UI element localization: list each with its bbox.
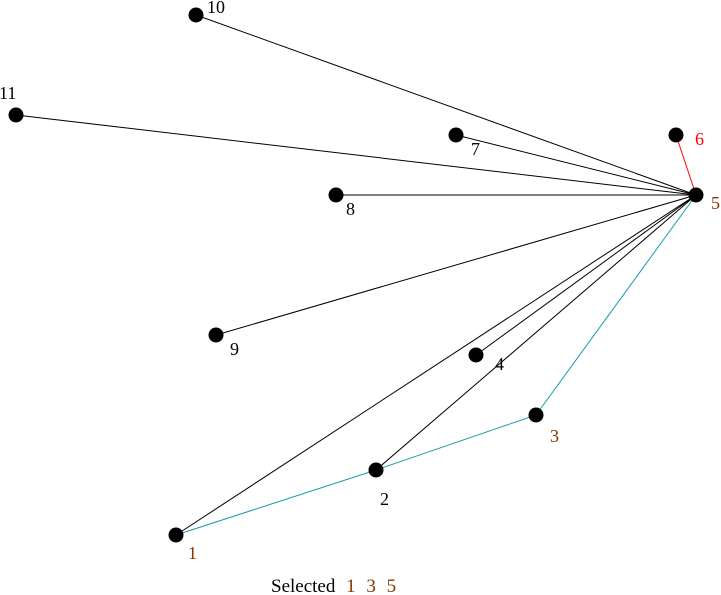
node-label-1: 1	[188, 543, 197, 563]
node-3[interactable]	[528, 407, 544, 423]
node-label-3: 3	[550, 426, 559, 446]
node-label-11: 11	[0, 83, 16, 103]
node-8[interactable]	[328, 187, 344, 203]
edge-5-2[interactable]	[375, 194, 697, 471]
node-9[interactable]	[208, 327, 224, 343]
node-5[interactable]	[688, 187, 704, 203]
node-1[interactable]	[168, 527, 184, 543]
selected-node-3: 5	[386, 576, 397, 595]
node-label-7: 7	[471, 139, 480, 159]
edge-5-11[interactable]	[15, 114, 697, 196]
edge-5-9[interactable]	[215, 194, 697, 336]
edge-5-7[interactable]	[455, 134, 697, 196]
node-11[interactable]	[8, 107, 24, 123]
node-7[interactable]	[448, 127, 464, 143]
node-10[interactable]	[188, 7, 204, 23]
node-label-5: 5	[711, 193, 720, 213]
node-6[interactable]	[668, 127, 684, 143]
node-label-9: 9	[230, 339, 239, 359]
node-4[interactable]	[468, 347, 484, 363]
edge-5-6[interactable]	[675, 134, 697, 196]
node-label-10: 10	[207, 0, 225, 17]
edge-2-1[interactable]	[175, 469, 377, 536]
node-label-2: 2	[380, 489, 389, 509]
edge-5-1[interactable]	[175, 194, 697, 536]
node-label-4: 4	[495, 354, 504, 374]
selected-node-1: 1	[346, 576, 356, 595]
edge-5-10[interactable]	[195, 14, 697, 196]
node-label-8: 8	[346, 199, 355, 219]
node-label-6: 6	[695, 129, 704, 149]
edge-5-3[interactable]	[535, 194, 697, 416]
selection-status-label: Selected	[271, 576, 336, 595]
selection-status: Selected 1 3 5	[271, 576, 396, 595]
selected-node-2: 3	[366, 576, 376, 595]
node-2[interactable]	[368, 462, 384, 478]
edge-5-4[interactable]	[475, 194, 697, 356]
edge-3-2[interactable]	[375, 414, 537, 471]
